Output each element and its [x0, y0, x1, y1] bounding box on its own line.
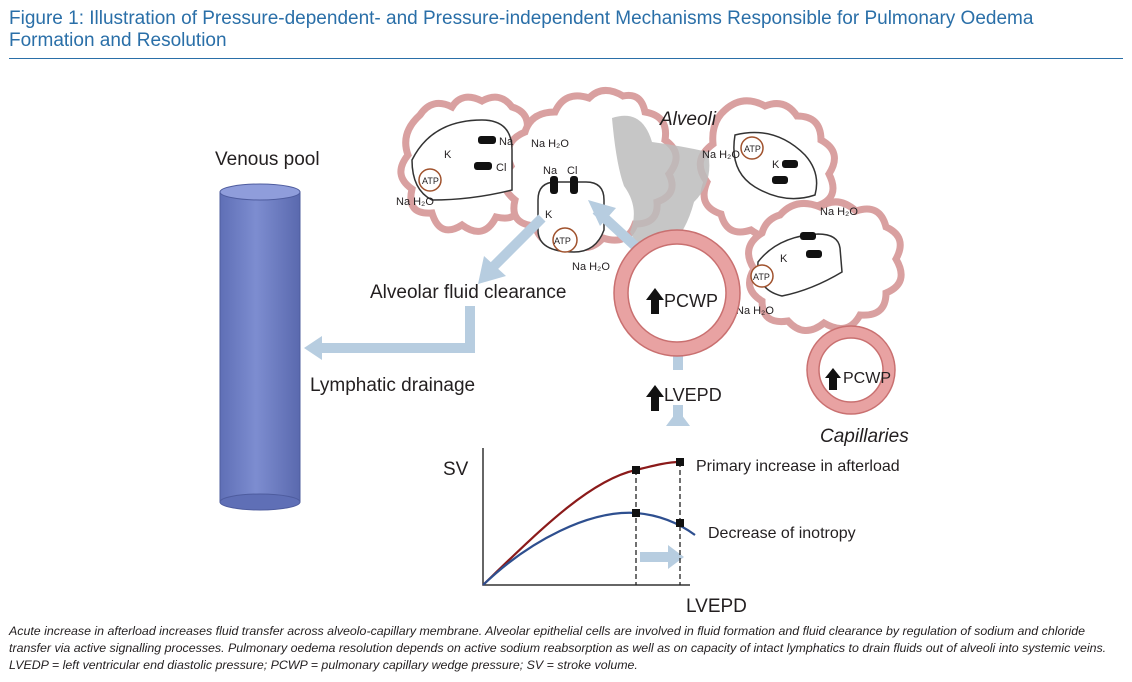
atp-label: ATP	[554, 236, 571, 246]
sv-lvepd-chart: SV LVEPD Primary increase in afterload D…	[443, 448, 900, 617]
pcwp-label: PCWP	[843, 370, 891, 387]
figure-caption: Acute increase in afterload increases fl…	[9, 624, 1107, 672]
capillary-large	[613, 229, 741, 357]
data-point	[676, 519, 684, 527]
y-axis-label: SV	[443, 459, 469, 480]
na-h2o-label: Na H₂O	[702, 149, 740, 161]
na-h2o-label: Na H₂O	[531, 138, 569, 150]
epithelial-cell-right-top: ATP K Na H₂O	[702, 131, 818, 200]
na-label: Na	[543, 165, 558, 177]
k-label: K	[772, 159, 780, 171]
na-h2o-label: Na H₂O	[396, 196, 434, 208]
venous-pool-label: Venous pool	[215, 149, 320, 170]
pcwp-up-arrow-icon	[646, 288, 664, 314]
k-label: K	[444, 149, 452, 161]
series-label-afterload: Primary increase in afterload	[696, 458, 900, 475]
atp-label: ATP	[753, 272, 770, 282]
alveoli-label: Alveoli	[659, 109, 717, 130]
cl-label: Cl	[567, 165, 577, 177]
pcwp-up-arrow-icon	[825, 368, 841, 390]
epithelial-cell-center: Na Cl K ATP Na H₂O Na H₂O	[531, 138, 610, 273]
lvepd-up-arrow-icon	[646, 385, 664, 411]
lymphatic-drainage-label: Lymphatic drainage	[310, 375, 475, 396]
epithelial-cell-right-bottom: ATP K Na H₂O Na H₂O	[736, 206, 858, 317]
atp-label: ATP	[744, 144, 761, 154]
na-h2o-label: Na H₂O	[820, 206, 858, 218]
alveolar-fluid-clearance-label: Alveolar fluid clearance	[370, 282, 566, 303]
figure-title: Figure 1: Illustration of Pressure-depen…	[9, 8, 1034, 51]
capillaries-label: Capillaries	[820, 426, 909, 447]
pcwp-label: PCWP	[664, 291, 718, 311]
data-point	[632, 466, 640, 474]
venous-pool-cylinder	[219, 183, 301, 511]
na-label: Na	[499, 136, 514, 148]
k-label: K	[545, 209, 553, 221]
series-label-inotropy: Decrease of inotropy	[708, 525, 856, 542]
na-h2o-label: Na H₂O	[736, 305, 774, 317]
series-line-inotropy	[482, 511, 696, 586]
cl-label: Cl	[496, 162, 506, 174]
series-line-afterload	[482, 460, 681, 586]
na-h2o-label: Na H₂O	[572, 261, 610, 273]
title-divider	[9, 58, 1123, 59]
data-point	[632, 509, 640, 517]
data-point	[676, 458, 684, 466]
x-axis-label: LVEPD	[686, 596, 747, 617]
epithelial-cell-left: ATP Na Cl K Na H₂O	[396, 119, 514, 208]
atp-label: ATP	[422, 176, 439, 186]
k-label: K	[780, 253, 788, 265]
mechanism-diagram: Venous pool ATP Na Cl K Na H₂O Na Cl K	[215, 87, 909, 617]
lvepd-label: LVEPD	[664, 385, 722, 405]
interstitium	[612, 115, 710, 249]
